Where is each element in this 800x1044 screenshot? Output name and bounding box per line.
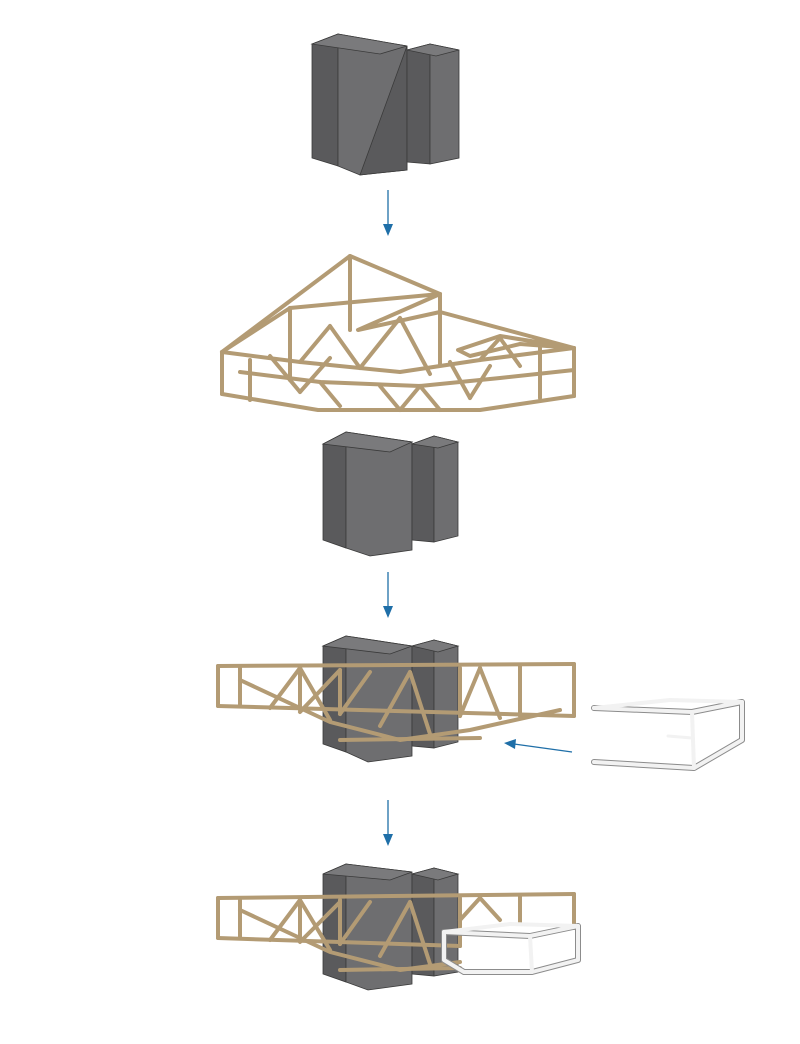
- core-tower-large: [321, 431, 414, 557]
- core-tower-small: [411, 867, 460, 977]
- step-3-frame-module: [591, 698, 745, 771]
- core-tower-small: [411, 435, 460, 543]
- step-4-roof-truss: [216, 892, 576, 972]
- arrow-down-1: [383, 190, 393, 236]
- step-2-roof-truss: [220, 254, 576, 412]
- step-3-core-towers: [321, 635, 460, 763]
- arrow-down-2: [383, 572, 393, 618]
- step-1-core-towers: [310, 33, 460, 176]
- step-4-frame-module: [441, 922, 581, 975]
- core-tower-small: [406, 43, 460, 165]
- arrow-down-3: [383, 800, 393, 846]
- core-tower-large: [321, 635, 413, 763]
- step-3-roof-truss: [216, 662, 576, 742]
- step-2-core-towers: [321, 431, 460, 557]
- core-tower-large: [310, 33, 408, 176]
- arrow-left-insert: [504, 739, 573, 753]
